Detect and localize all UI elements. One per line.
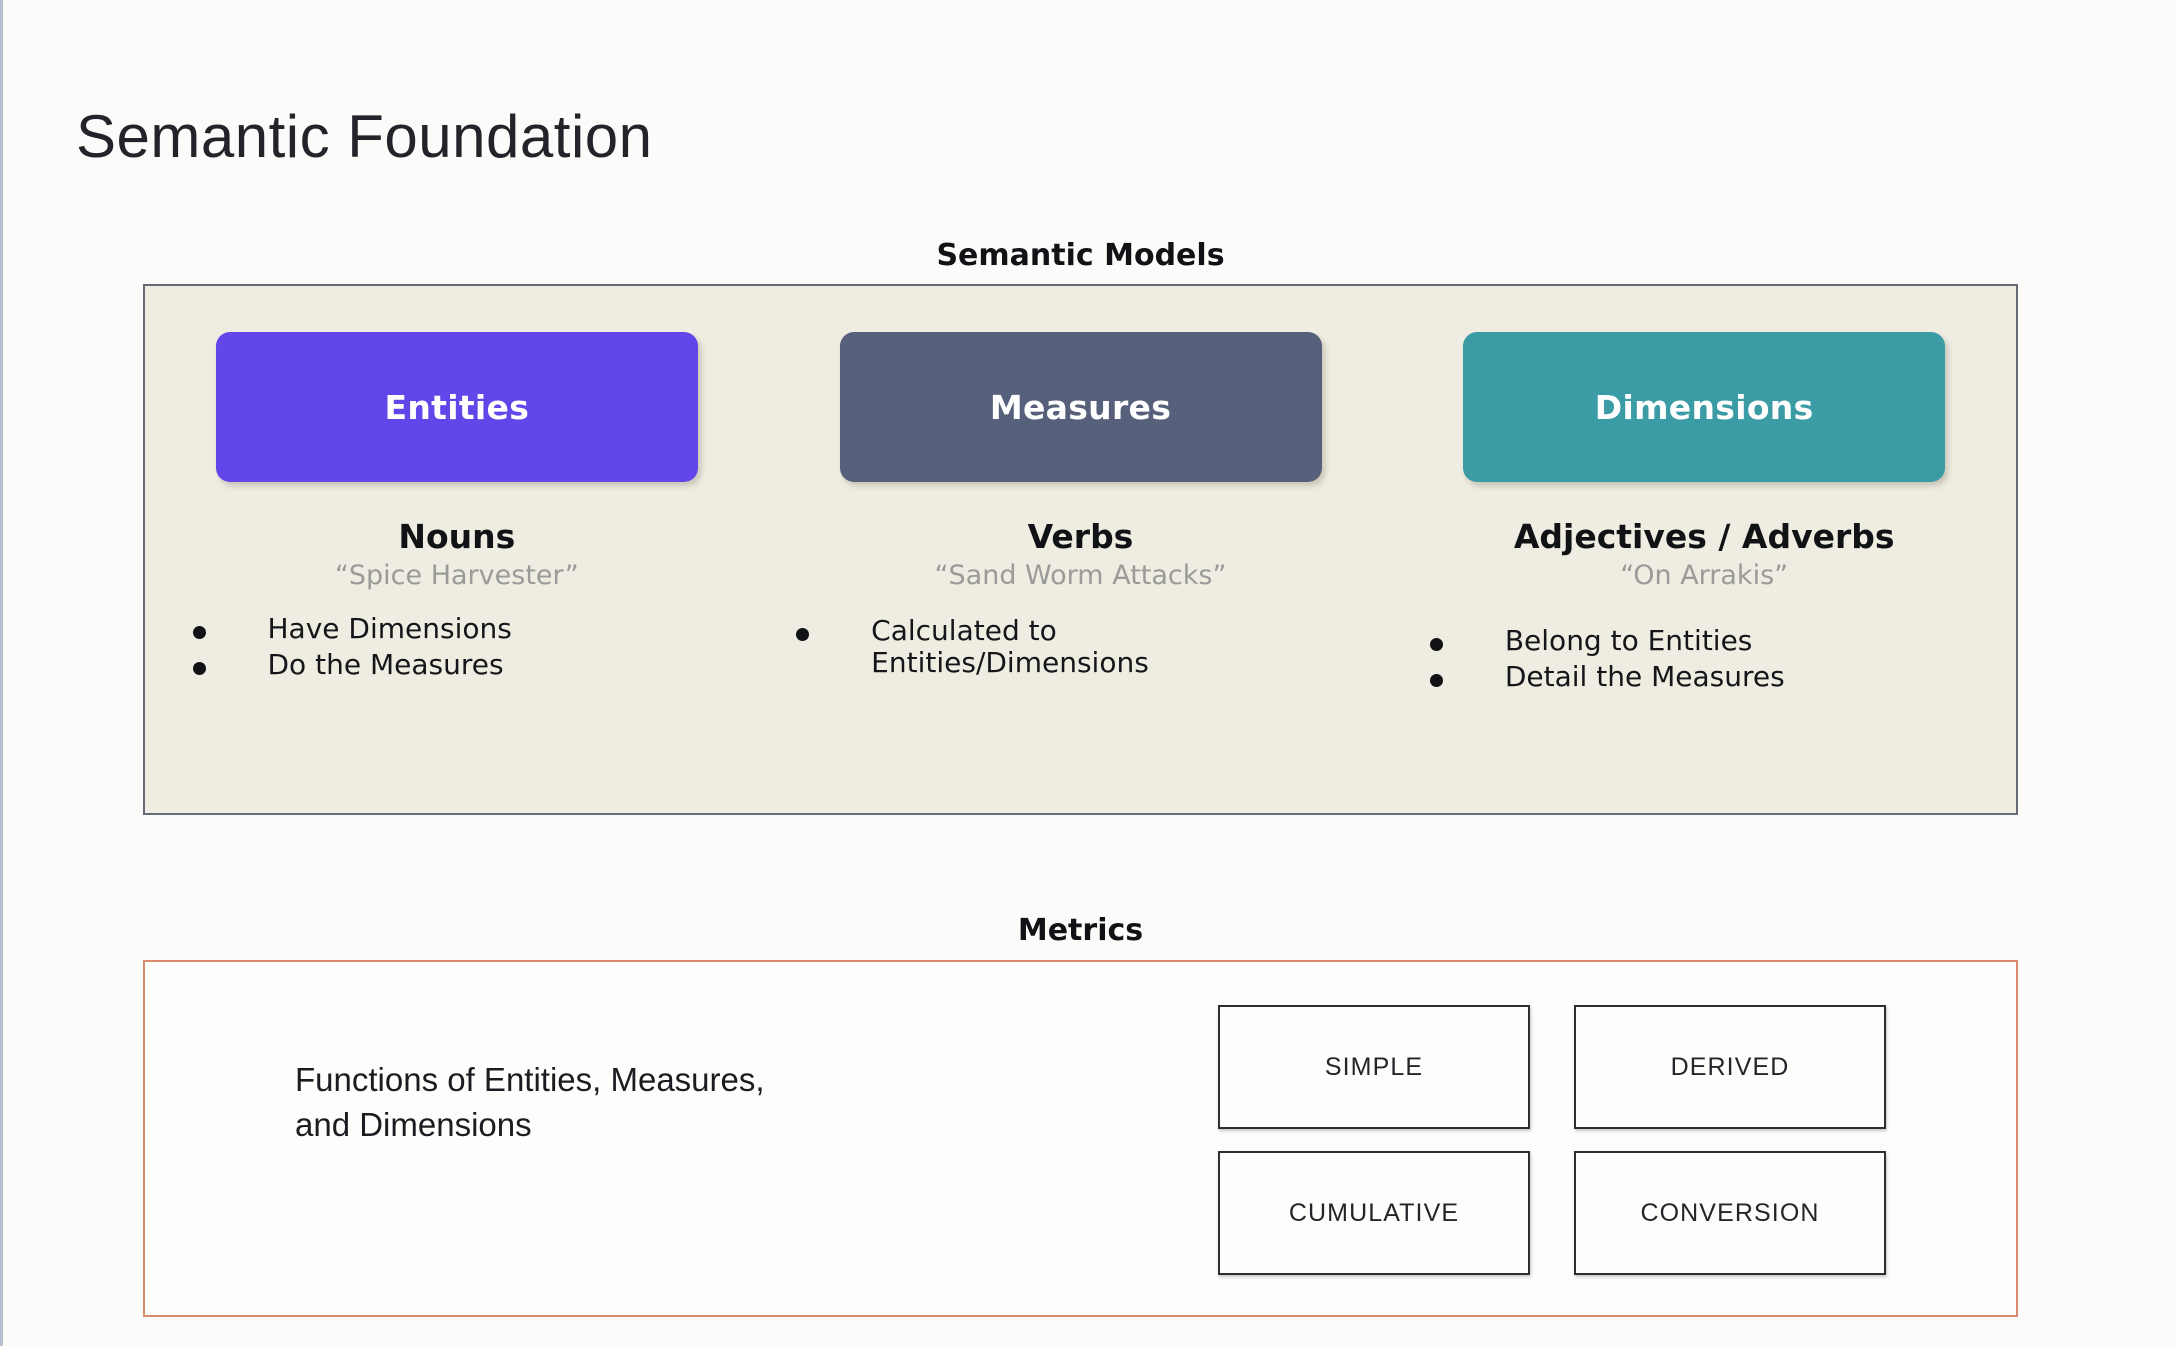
list-item-label: Calculated to Entities/Dimensions [871,613,1149,680]
measures-bullet-list: Calculated to Entities/Dimensions [741,613,1420,683]
entities-bullet-list: Have Dimensions Do the Measures [98,611,817,685]
metric-box-label: SIMPLE [1324,1052,1424,1081]
measures-card-label: Measures [989,387,1172,427]
semantic-models-columns: Entities Nouns “Spice Harvester” Have Di… [145,286,2016,813]
semantic-column-measures: Measures Verbs “Sand Worm Attacks” Calcu… [769,286,1393,813]
list-item: Belong to Entities [1429,623,2054,657]
bullet-dot-icon [1429,637,1443,651]
bullet-dot-icon [1429,674,1443,688]
metric-box-conversion[interactable]: CONVERSION [1574,1151,1886,1275]
entities-card[interactable]: Entities [215,332,698,482]
measures-example: “Sand Worm Attacks” [934,559,1227,591]
measures-heading: Verbs [1027,517,1134,556]
dimensions-card[interactable]: Dimensions [1463,332,1946,482]
dimensions-example: “On Arrakis” [1620,559,1789,591]
semantic-models-panel: Entities Nouns “Spice Harvester” Have Di… [143,284,2018,815]
metric-box-label: CONVERSION [1640,1198,1820,1227]
list-item: Have Dimensions [192,611,817,645]
metric-box-cumulative[interactable]: CUMULATIVE [1218,1151,1530,1275]
left-edge-line [0,0,3,1346]
dimensions-card-label: Dimensions [1594,387,1814,427]
entities-card-label: Entities [384,387,530,427]
bullet-dot-icon [192,662,206,676]
measures-card[interactable]: Measures [839,332,1322,482]
list-item: Detail the Measures [1429,660,2054,694]
bullet-dot-icon [192,625,206,639]
list-item: Calculated to Entities/Dimensions [796,613,1420,680]
metric-box-derived[interactable]: DERIVED [1574,1005,1886,1129]
metric-box-label: DERIVED [1670,1052,1790,1081]
metrics-caption: Metrics [1017,913,1144,948]
entities-example: “Spice Harvester” [334,559,579,591]
list-item-label: Belong to Entities [1504,623,1753,657]
entities-heading: Nouns [398,517,516,556]
page-title: Semantic Foundation [76,103,653,171]
metric-type-grid: SIMPLE DERIVED CUMULATIVE CONVERSION [1218,1005,1886,1275]
semantic-models-caption: Semantic Models [936,238,1225,273]
semantic-column-entities: Entities Nouns “Spice Harvester” Have Di… [145,286,769,813]
bullet-dot-icon [796,627,810,641]
metrics-description: Functions of Entities, Measures, and Dim… [295,1061,765,1143]
list-item-label: Do the Measures [267,648,504,682]
metric-box-simple[interactable]: SIMPLE [1218,1005,1530,1129]
list-item-label: Detail the Measures [1504,660,1785,694]
metrics-panel: Functions of Entities, Measures, and Dim… [143,960,2018,1317]
list-item: Do the Measures [192,648,817,682]
semantic-column-dimensions: Dimensions Adjectives / Adverbs “On Arra… [1392,286,2016,813]
dimensions-bullet-list: Belong to Entities Detail the Measures [1355,623,2054,697]
list-item-label: Have Dimensions [267,611,512,645]
dimensions-heading: Adjectives / Adverbs [1513,517,1895,556]
metric-box-label: CUMULATIVE [1288,1198,1460,1227]
